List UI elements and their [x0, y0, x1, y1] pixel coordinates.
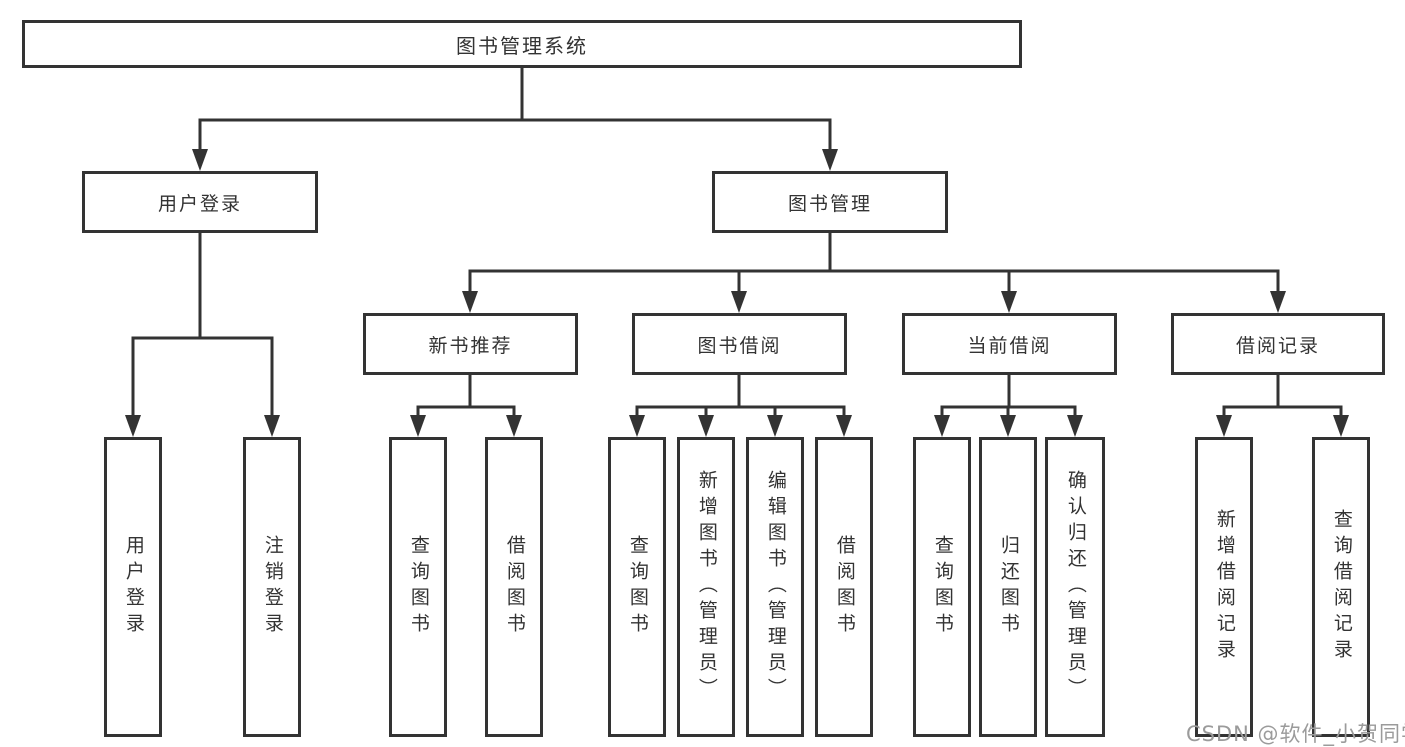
node-leaf-borrowing-query: 查询图书	[608, 437, 666, 737]
node-borrow-records-label: 借阅记录	[1235, 334, 1320, 357]
node-user-login-label: 用户登录	[157, 192, 242, 215]
node-leaf-logout: 注销登录	[243, 437, 301, 737]
node-leaf-records-add-label: 新增借阅记录	[1213, 509, 1236, 665]
node-leaf-user-login: 用户登录	[104, 437, 162, 737]
node-root: 图书管理系统	[22, 20, 1022, 68]
node-leaf-current-confirm-admin: 确认归还（管理员）	[1045, 437, 1105, 737]
node-leaf-current-query: 查询图书	[913, 437, 971, 737]
node-borrow-records: 借阅记录	[1171, 313, 1385, 375]
node-leaf-borrowing-add-admin: 新增图书（管理员）	[677, 437, 735, 737]
node-leaf-current-return-label: 归还图书	[997, 535, 1020, 639]
node-leaf-current-confirm-admin-label: 确认归还（管理员）	[1064, 470, 1087, 704]
node-leaf-logout-label: 注销登录	[261, 535, 284, 639]
node-current-borrowing-label: 当前借阅	[967, 334, 1052, 357]
node-leaf-newbooks-borrow: 借阅图书	[485, 437, 543, 737]
node-leaf-newbooks-query: 查询图书	[389, 437, 447, 737]
node-leaf-borrowing-borrow-label: 借阅图书	[833, 535, 856, 639]
node-leaf-borrowing-edit-admin-label: 编辑图书（管理员）	[764, 470, 787, 704]
node-new-book-recommend-label: 新书推荐	[428, 334, 513, 357]
node-book-borrowing: 图书借阅	[632, 313, 847, 375]
node-leaf-newbooks-query-label: 查询图书	[407, 535, 430, 639]
node-leaf-current-return: 归还图书	[979, 437, 1037, 737]
node-leaf-user-login-label: 用户登录	[122, 535, 145, 639]
node-leaf-borrowing-edit-admin: 编辑图书（管理员）	[746, 437, 804, 737]
node-book-borrowing-label: 图书借阅	[697, 334, 782, 357]
node-leaf-records-query: 查询借阅记录	[1312, 437, 1370, 737]
node-new-book-recommend: 新书推荐	[363, 313, 578, 375]
node-leaf-borrowing-add-admin-label: 新增图书（管理员）	[695, 470, 718, 704]
node-current-borrowing: 当前借阅	[902, 313, 1117, 375]
node-root-label: 图书管理系统	[456, 33, 588, 58]
node-user-login: 用户登录	[82, 171, 318, 233]
node-leaf-records-query-label: 查询借阅记录	[1330, 509, 1353, 665]
node-leaf-borrowing-borrow: 借阅图书	[815, 437, 873, 737]
node-leaf-records-add: 新增借阅记录	[1195, 437, 1253, 737]
node-leaf-borrowing-query-label: 查询图书	[626, 535, 649, 639]
node-leaf-current-query-label: 查询图书	[931, 535, 954, 639]
watermark: CSDN @软件_小贺同学	[1186, 722, 1405, 746]
node-book-management-label: 图书管理	[787, 192, 872, 215]
node-leaf-newbooks-borrow-label: 借阅图书	[503, 535, 526, 639]
node-book-management: 图书管理	[712, 171, 948, 233]
